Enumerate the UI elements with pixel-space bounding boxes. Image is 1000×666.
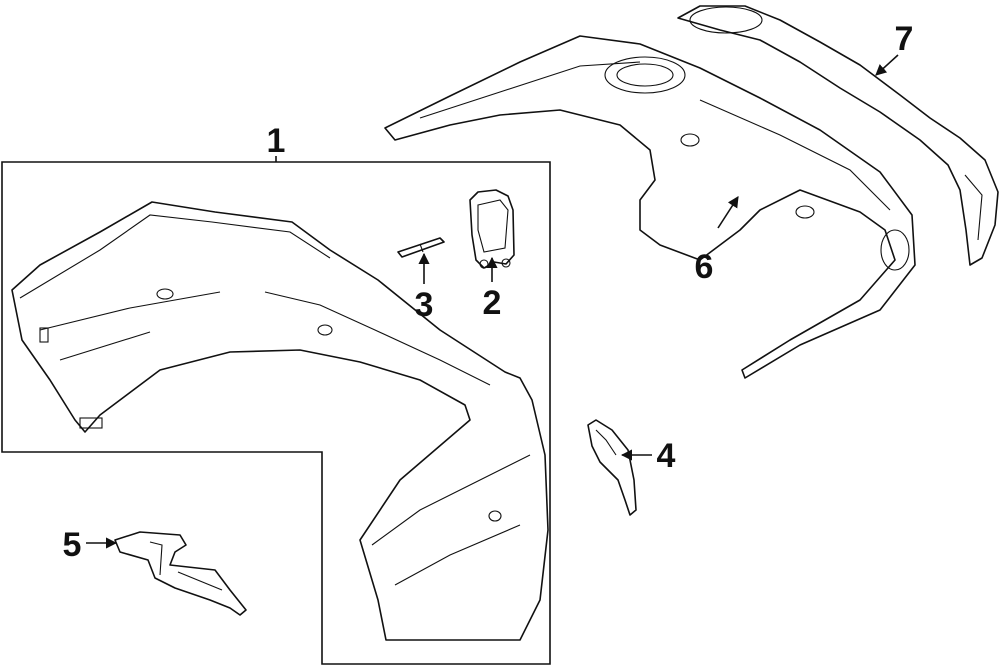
mounting-bracket-part [114,531,247,616]
callout-3: 3 [415,286,434,324]
callout-6: 6 [695,248,714,286]
callout-1: 1 [267,122,286,160]
callout-2: 2 [483,284,502,322]
leader-6 [717,196,739,229]
assembly-frame [1,161,551,665]
trim-strip-part [397,237,445,258]
upper-trim-part [677,5,999,266]
callout-7: 7 [895,20,914,58]
callout-5: 5 [63,526,82,564]
leader-7 [875,54,899,76]
callout-4: 4 [657,437,676,475]
cap-bracket-part [469,189,515,269]
side-bracket-part [587,419,637,516]
bumper-cover-part [11,201,549,641]
absorber-part [384,35,916,379]
